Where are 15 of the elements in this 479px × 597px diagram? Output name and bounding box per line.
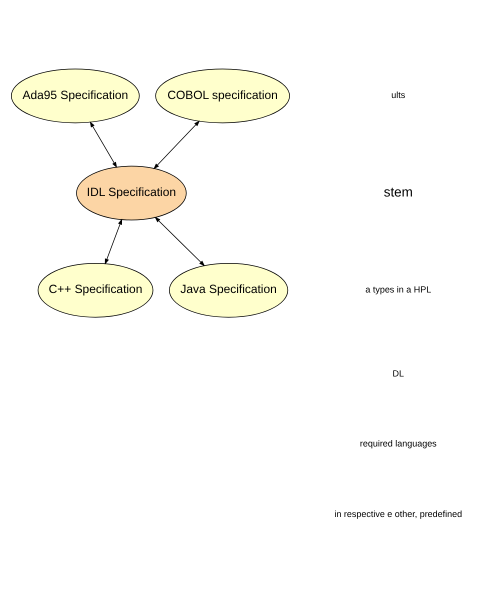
node-ellipse: IDL Specification <box>76 166 187 220</box>
node-ellipse: Ada95 Specification <box>10 68 140 124</box>
label: required languages <box>360 438 437 449</box>
node-ellipse: Java Specification <box>169 263 288 318</box>
label: stem <box>384 184 413 200</box>
label: in respective e other, predefined <box>334 508 462 519</box>
arrow <box>154 216 205 266</box>
arrow <box>90 121 118 168</box>
node-ellipse: COBOL specification <box>155 68 290 124</box>
label: ults <box>391 90 406 100</box>
arrow <box>153 120 200 170</box>
label: a types in a HPL <box>365 284 432 295</box>
node-ellipse: C++ Specification <box>38 263 154 318</box>
arrow <box>104 218 122 265</box>
label: DL <box>392 368 404 378</box>
